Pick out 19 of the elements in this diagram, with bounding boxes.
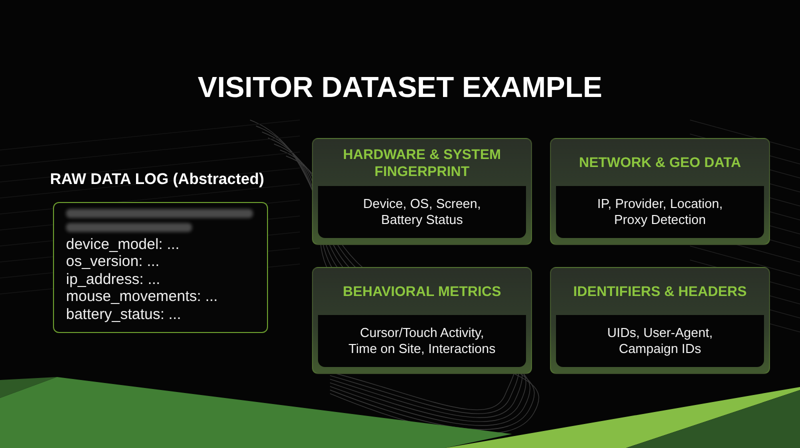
card-heading: IDENTIFIERS & HEADERS: [573, 283, 747, 300]
log-line: mouse_movements: ...: [66, 288, 218, 306]
category-card: [550, 267, 770, 374]
log-heading: RAW DATA LOG (Abstracted): [50, 170, 264, 190]
card-description: UIDs, User-Agent, Campaign IDs: [606, 325, 714, 357]
category-card: [312, 138, 532, 245]
log-line: os_version: ...: [66, 253, 160, 271]
card-heading: BEHAVIORAL METRICS: [342, 283, 502, 300]
log-line: device_model: ...: [66, 236, 180, 254]
card-heading: HARDWARE & SYSTEM FINGERPRINT: [342, 146, 502, 180]
log-line: battery_status: ...: [66, 306, 182, 324]
log-line: ip_address: ...: [66, 270, 160, 288]
category-card: [312, 267, 532, 374]
card-description: Device, OS, Screen, Battery Status: [362, 196, 482, 228]
card-heading: NETWORK & GEO DATA: [578, 154, 742, 171]
category-card: [550, 138, 770, 245]
card-description: IP, Provider, Location, Proxy Detection: [596, 196, 724, 228]
card-description: Cursor/Touch Activity, Time on Site, Interactions: [348, 325, 496, 357]
page-title: VISITOR DATASET EXAMPLE: [198, 71, 602, 105]
